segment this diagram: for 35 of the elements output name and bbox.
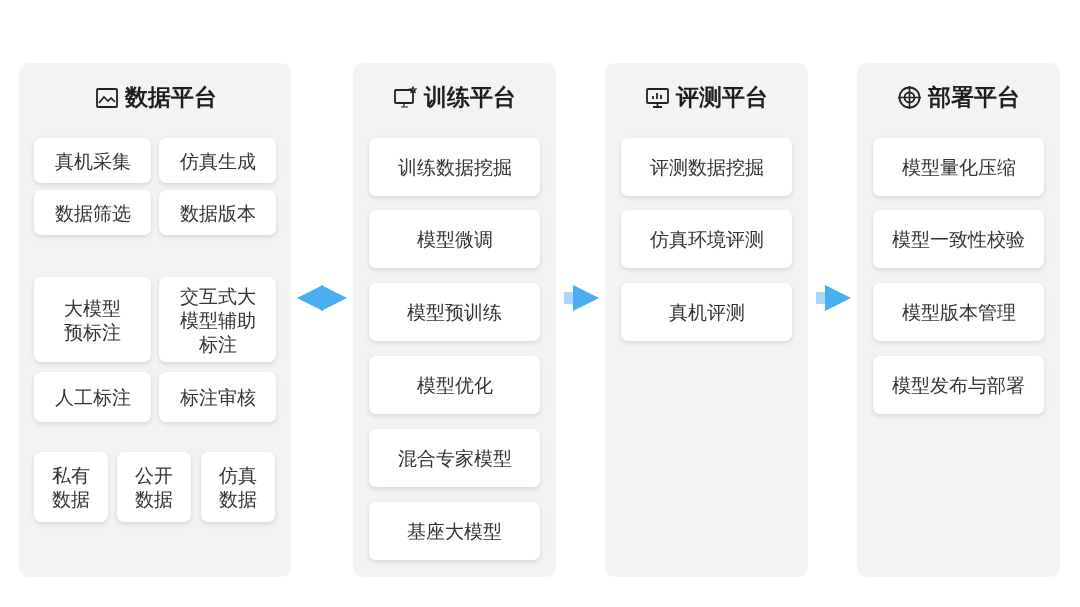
feature-box: 模型版本管理 [873,283,1044,341]
feature-box: 仿真生成 [159,138,276,183]
feature-box: 真机评测 [621,283,792,341]
feature-box: 大模型预标注 [34,277,151,362]
feature-box: 评测数据挖掘 [621,138,792,196]
feature-box: 数据筛选 [34,190,151,235]
panel-title: 评测平台 [676,82,768,112]
feature-box: 基座大模型 [369,502,540,560]
arrow [296,284,348,312]
platform-panel [605,63,808,577]
feature-box: 模型量化压缩 [873,138,1044,196]
feature-box: 模型预训练 [369,283,540,341]
platform-panel [353,63,556,577]
feature-box: 人工标注 [34,372,151,422]
arrow [564,284,600,312]
platform-panel [857,63,1060,577]
feature-box: 模型优化 [369,356,540,414]
feature-box: 私有数据 [34,452,108,522]
feature-box: 公开数据 [117,452,191,522]
panel-title: 训练平台 [424,82,516,112]
feature-box: 数据版本 [159,190,276,235]
feature-box: 真机采集 [34,138,151,183]
feature-box: 混合专家模型 [369,429,540,487]
feature-box: 仿真数据 [201,452,275,522]
arrow [816,284,852,312]
platform-panel [19,63,291,577]
feature-box: 仿真环境评测 [621,210,792,268]
feature-box: 模型一致性校验 [873,210,1044,268]
feature-box: 模型发布与部署 [873,356,1044,414]
panel-title: 部署平台 [928,82,1020,112]
panel-title: 数据平台 [124,82,217,112]
feature-box: 交互式大模型辅助标注 [159,277,276,362]
feature-box: 训练数据挖掘 [369,138,540,196]
feature-box: 标注审核 [159,372,276,422]
feature-box: 模型微调 [369,210,540,268]
